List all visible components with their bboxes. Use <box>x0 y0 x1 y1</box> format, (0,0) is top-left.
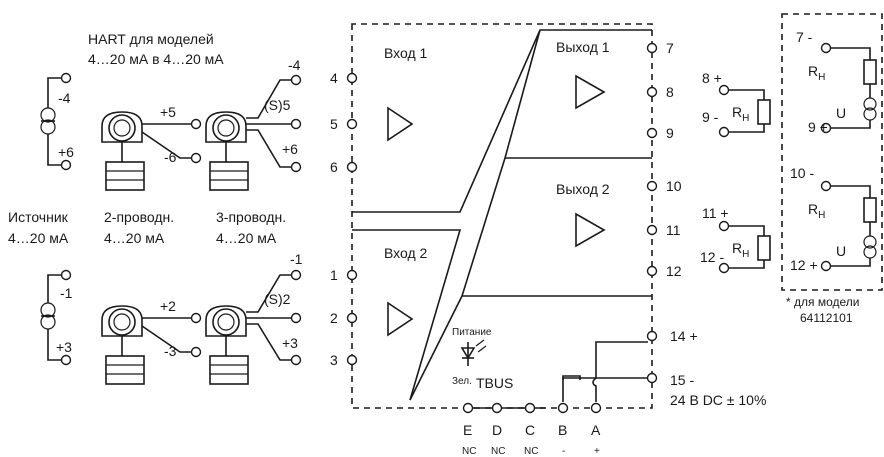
input2-terminals: 1 2 3 <box>330 267 358 368</box>
terminal-7: 7 <box>666 40 674 56</box>
o1-plus-label: 8 + <box>702 70 722 86</box>
input2-wiring: -1 +3 +2 -3 -1 <box>40 251 303 385</box>
supply-voltage: 24 B DC ± 10% <box>670 392 766 408</box>
terminal-15: 15 - <box>670 372 694 388</box>
in1-src-minus-label: -4 <box>58 90 71 106</box>
tbus-pin-c: C <box>525 422 535 438</box>
terminal-1: 1 <box>330 267 338 283</box>
source-range: 4…20 мА <box>8 230 69 246</box>
power-led-icon <box>460 339 487 366</box>
power-label: Питание <box>452 327 492 338</box>
ext2-u-label: U <box>836 243 846 259</box>
o2-r-label: RH <box>732 240 749 260</box>
three-wire-label: 3-проводн. <box>216 209 286 225</box>
led-color-label: Зел. <box>452 376 472 387</box>
tbus-pin-a: A <box>591 422 601 438</box>
input1-label: Вход 1 <box>384 45 428 61</box>
tbus-pins: E D C B A NC NC NC - + <box>462 402 602 457</box>
terminal-6: 6 <box>330 159 338 175</box>
tbus-note-a: + <box>594 446 600 457</box>
output1-terminals: 7 8 9 <box>646 40 674 141</box>
o1-minus-label: 9 - <box>702 109 719 125</box>
input1-amplifier-icon <box>387 106 414 142</box>
ext1-r-label: RH <box>808 63 825 83</box>
in1-3wire-transmitter-icon <box>205 111 249 191</box>
o2-minus-label: 12 - <box>700 249 724 265</box>
in2-src-plus-label: +3 <box>56 339 72 355</box>
source-label: Источник <box>8 209 69 225</box>
terminal-5: 5 <box>330 116 338 132</box>
output2-terminals: 10 11 12 <box>646 178 682 279</box>
ext2-resistor-icon <box>863 197 877 223</box>
ext2-top-label: 10 - <box>790 165 814 181</box>
in2-2w-minus-label: -3 <box>164 343 177 359</box>
in2-src-minus-label: -1 <box>60 285 73 301</box>
model-note-line1: * для модели <box>786 295 859 309</box>
ext2-r-label: RH <box>808 201 825 221</box>
three-wire-range: 4…20 мА <box>216 230 277 246</box>
hart-title-line1: HART для моделей <box>88 31 214 47</box>
terminal-12: 12 <box>666 263 682 279</box>
in1-2w-minus-label: -6 <box>164 149 177 165</box>
o2-plus-label: 11 + <box>702 205 729 221</box>
in2-3wire-transmitter-icon <box>205 305 249 385</box>
ext2-bot-label: 12 + <box>790 257 818 273</box>
in2-3w-a-label: -1 <box>290 251 303 267</box>
input2-amplifier-icon <box>387 301 414 337</box>
tbus-note-b: - <box>562 446 565 457</box>
ext1-u-label: U <box>836 105 846 121</box>
tbus-label: TBUS <box>476 375 513 391</box>
terminal-9: 9 <box>666 125 674 141</box>
terminal-4: 4 <box>330 70 338 86</box>
in1-3w-b-label: (S)5 <box>264 97 291 113</box>
output2-load: 11 + 12 - RH <box>700 205 771 274</box>
in1-3w-a-label: -4 <box>288 57 301 73</box>
tbus-note-c: NC <box>524 446 538 457</box>
o1-resistor-icon <box>757 99 771 125</box>
ext1-top-label: 7 - <box>796 29 813 45</box>
tbus-pin-b: B <box>558 422 567 438</box>
terminal-3: 3 <box>330 352 338 368</box>
output1-load: 8 + 9 - RH <box>702 70 771 138</box>
input1-wiring: -4 +6 +5 -6 <box>40 57 302 191</box>
terminal-10: 10 <box>666 178 682 194</box>
in1-2wire-transmitter-icon <box>101 111 145 191</box>
output2-amplifier-icon <box>575 212 606 248</box>
two-wire-range: 4…20 мА <box>104 230 165 246</box>
in2-2w-plus-label: +2 <box>160 298 176 314</box>
in2-2wire-transmitter-icon <box>101 305 145 385</box>
tbus-note-d: NC <box>491 446 505 457</box>
isolator-module: Вход 1 Вход 2 Выход 1 Выход 2 4 5 6 1 2 … <box>330 23 682 409</box>
in2-3w-c-label: +3 <box>282 335 298 351</box>
in1-2w-plus-label: +5 <box>160 104 176 120</box>
output1-amplifier-icon <box>575 74 606 110</box>
in2-3w-b-label: (S)2 <box>264 291 291 307</box>
terminal-11: 11 <box>666 222 681 238</box>
in1-src-plus-label: +6 <box>58 144 74 160</box>
tbus-pin-d: D <box>492 422 502 438</box>
in1-3w-c-label: +6 <box>282 141 298 157</box>
hart-title-line2: 4…20 мА в 4…20 мА <box>88 51 224 67</box>
terminal-8: 8 <box>666 84 674 100</box>
input2-label: Вход 2 <box>384 245 428 261</box>
o1-r-label: RH <box>732 104 749 124</box>
model-option-box: 7 - RH U 9 + 10 - RH U 12 + <box>781 13 883 291</box>
model-note-line2: 64112101 <box>800 311 853 325</box>
input1-terminals: 4 5 6 <box>330 70 358 175</box>
terminal-14: 14 + <box>670 328 698 344</box>
two-wire-label: 2-проводн. <box>104 209 174 225</box>
output2-label: Выход 2 <box>556 181 610 197</box>
ext1-bot-label: 9 + <box>808 119 828 135</box>
tbus-note-e: NC <box>462 446 476 457</box>
o2-resistor-icon <box>757 235 771 261</box>
terminal-2: 2 <box>330 310 338 326</box>
tbus-pin-e: E <box>463 422 472 438</box>
output1-label: Выход 1 <box>556 39 610 55</box>
ext1-resistor-icon <box>863 59 877 85</box>
